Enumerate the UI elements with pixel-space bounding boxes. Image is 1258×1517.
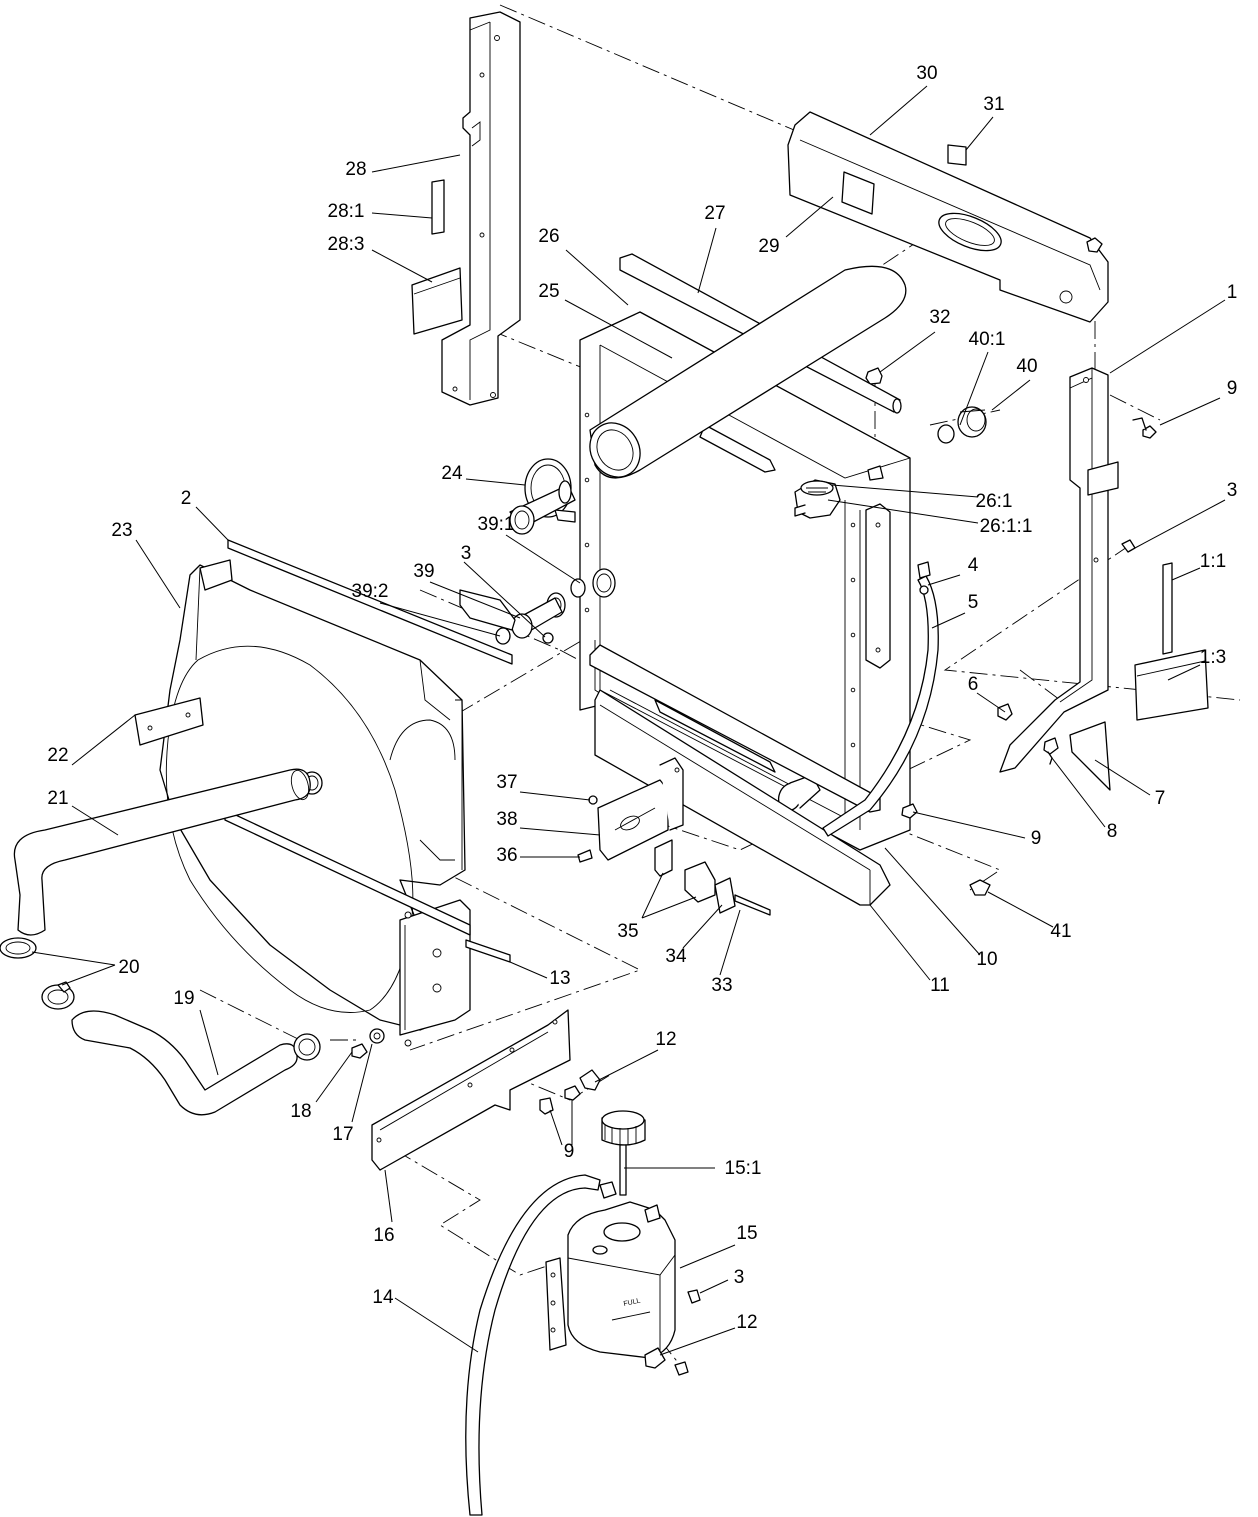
reservoir-hose-14	[465, 1174, 617, 1516]
callout-24: 24	[441, 463, 463, 484]
drain-fitting	[937, 406, 1157, 444]
callout-27: 27	[704, 203, 725, 224]
pad-28-3	[411, 267, 463, 335]
callout-20: 20	[118, 957, 139, 978]
callout-37: 37	[496, 772, 517, 793]
wedge-7	[1069, 721, 1111, 791]
callout-18: 18	[290, 1101, 311, 1122]
callout-39-2: 39:2	[352, 581, 389, 602]
callout-1: 1	[1227, 282, 1238, 303]
callout-10: 10	[976, 949, 997, 970]
seal-2	[227, 539, 513, 665]
overflow-hose-5	[822, 561, 939, 837]
callout-39-1: 39:1	[478, 514, 515, 535]
bottom-strips	[589, 644, 891, 906]
callout-3: 3	[461, 543, 472, 564]
callout-38: 38	[496, 809, 517, 830]
callout-34: 34	[665, 946, 687, 967]
callout-6: 6	[968, 674, 979, 695]
callout-30: 30	[916, 63, 937, 84]
seal-29	[841, 171, 875, 215]
callout-11: 11	[930, 975, 950, 996]
callout-3: 3	[734, 1267, 745, 1288]
lower-hose-21	[0, 768, 311, 959]
callout-21: 21	[47, 788, 68, 809]
callout-35: 35	[617, 921, 638, 942]
left-mount-bracket	[411, 11, 521, 406]
callout-26-1: 26:1	[976, 491, 1013, 512]
callout-9: 9	[1227, 378, 1238, 399]
full-mark: FULL	[623, 1298, 641, 1308]
callout-17: 17	[332, 1124, 353, 1145]
callout-12: 12	[736, 1312, 757, 1333]
callout-28-3: 28:3	[328, 234, 365, 255]
callout-9: 9	[564, 1141, 575, 1162]
callout-7: 7	[1155, 788, 1166, 809]
decal-1-1	[1162, 562, 1173, 655]
lower-bracket-assembly	[577, 757, 771, 916]
callout-28-1: 28:1	[328, 201, 365, 222]
coolant-reservoir: FULL	[545, 1110, 701, 1376]
callout-31: 31	[983, 94, 1004, 115]
callout-13: 13	[549, 968, 570, 989]
decal-28-1	[431, 179, 445, 235]
callout-14: 14	[372, 1287, 394, 1308]
strip-10	[589, 644, 881, 813]
callout-3: 3	[1227, 480, 1238, 501]
callout-23: 23	[111, 520, 132, 541]
top-deflector	[787, 111, 1109, 323]
callout-32: 32	[929, 307, 950, 328]
callout-16: 16	[373, 1225, 394, 1246]
callout-40: 40	[1016, 356, 1037, 377]
callout-1-1: 1:1	[1200, 551, 1226, 572]
callout-26-1-1: 26:1:1	[980, 516, 1033, 537]
callout-29: 29	[758, 236, 779, 257]
callout-15: 15	[736, 1223, 757, 1244]
callout-41: 41	[1050, 921, 1071, 942]
callout-4: 4	[968, 555, 979, 576]
callout-1-3: 1:3	[1200, 647, 1226, 668]
pad-1-3	[1134, 649, 1209, 721]
callout-8: 8	[1107, 821, 1118, 842]
callout-12: 12	[655, 1029, 676, 1050]
o-ring-40-1	[937, 424, 955, 444]
callout-19: 19	[173, 988, 194, 1009]
callout-40-1: 40:1	[969, 329, 1006, 350]
fan-shroud	[134, 559, 511, 1047]
decal-31	[947, 144, 967, 166]
hose-19	[41, 981, 385, 1116]
leader-lines	[31, 85, 1226, 1356]
callout-15-1: 15:1	[725, 1158, 762, 1179]
callout-25: 25	[538, 281, 559, 302]
callout-9: 9	[1031, 828, 1042, 849]
callout-22: 22	[47, 745, 68, 766]
strip-11	[594, 689, 891, 906]
callout-28: 28	[345, 159, 366, 180]
right-mount-bracket	[999, 367, 1209, 791]
reservoir-bracket	[371, 1009, 601, 1171]
callout-36: 36	[496, 845, 517, 866]
callout-2: 2	[181, 488, 192, 509]
callout-33: 33	[711, 975, 732, 996]
callout-39: 39	[413, 561, 434, 582]
callout-26: 26	[538, 226, 559, 247]
callout-5: 5	[968, 592, 979, 613]
